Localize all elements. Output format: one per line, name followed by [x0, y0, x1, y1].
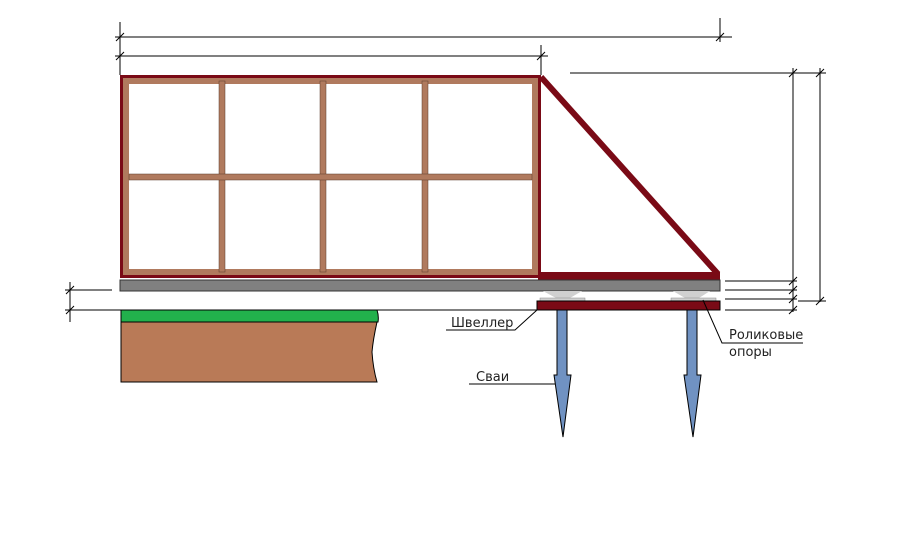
label-channel: Швеллер: [451, 316, 513, 331]
leader-lines: [446, 299, 803, 385]
channel-beam: [536, 300, 721, 311]
soil: [120, 321, 378, 383]
label-piles: Сваи: [476, 370, 509, 385]
infill-bars: [128, 80, 533, 273]
label-rollers-line1: Роликовые: [729, 328, 803, 343]
roller-2: [673, 291, 710, 298]
guide-beam: [119, 279, 721, 292]
label-rollers-line2: опоры: [729, 345, 772, 360]
roller-supports: [539, 291, 717, 302]
pile-2: [683, 309, 702, 438]
pile-1: [553, 309, 572, 438]
roller-1: [543, 291, 582, 298]
diagonal-brace: [538, 74, 721, 277]
gate-frame: [119, 74, 721, 292]
piles: [553, 309, 702, 438]
grass: [120, 309, 379, 323]
ground: [120, 309, 379, 383]
bottom-rail: [538, 272, 720, 280]
